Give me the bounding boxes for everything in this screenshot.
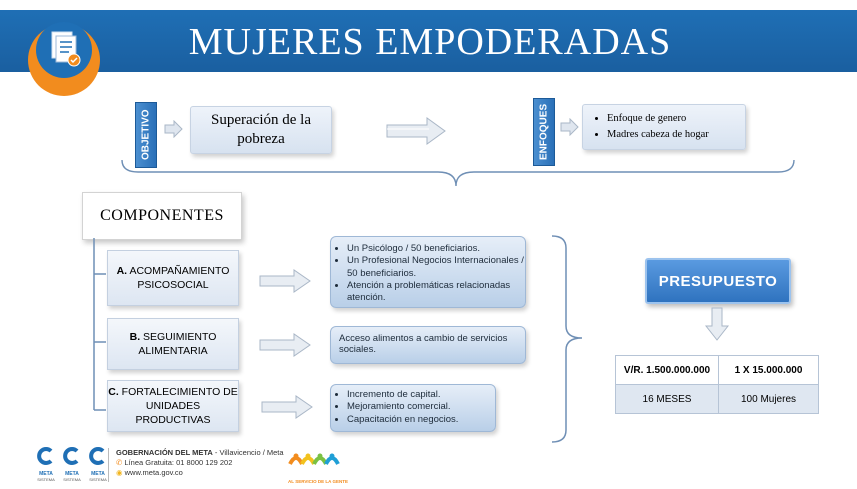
table-row: 16 MESES 100 Mujeres	[615, 384, 819, 414]
page-title: MUJERES EMPODERADAS	[188, 21, 672, 63]
componentes-title: COMPONENTES	[82, 192, 242, 240]
objetivo-text: Superación de la pobreza	[211, 112, 311, 147]
footer-org: GOBERNACIÓN DEL META	[116, 448, 213, 457]
arrow-down-icon	[704, 306, 730, 347]
detail-item: Mejoramiento comercial.	[347, 401, 495, 413]
budget-cell: V/R. 1.500.000.000	[615, 355, 719, 385]
component-a-details: Un Psicólogo / 50 beneficiarios. Un Prof…	[330, 236, 526, 308]
enfoque-item: Madres cabeza de hogar	[607, 127, 745, 143]
top-brace	[121, 159, 795, 187]
enfoques-label: ENFOQUES	[538, 103, 550, 161]
footer-phone: Línea Gratuita: 01 8000 129 202	[124, 458, 233, 468]
badge-caption: SISTEMA	[89, 477, 107, 482]
component-a-label: ACOMPAÑAMIENTO PSICOSOCIAL	[129, 264, 230, 291]
enfoques-tab: ENFOQUES	[533, 98, 555, 166]
component-b-details: Acceso alimentos a cambio de servicios s…	[330, 326, 526, 364]
table-row: V/R. 1.500.000.000 1 X 15.000.000	[615, 355, 819, 385]
tree-connector	[93, 238, 106, 411]
footer-contact: GOBERNACIÓN DEL META - Villavicencio / M…	[116, 448, 286, 478]
document-icon	[36, 22, 92, 78]
globe-icon: ◉	[116, 468, 123, 478]
detail-text: Acceso alimentos a cambio de servicios s…	[339, 333, 508, 355]
components-brace	[551, 235, 583, 443]
component-a: A. ACOMPAÑAMIENTO PSICOSOCIAL	[107, 250, 239, 306]
budget-cell: 100 Mujeres	[718, 384, 819, 414]
arrow-right-icon	[559, 117, 579, 141]
budget-cell: 1 X 15.000.000	[718, 355, 819, 385]
footer-badges: META SISTEMA META SISTEMA META SISTEMA	[36, 446, 108, 484]
slogan-text: AL SERVICIO DE LA GENTE	[288, 479, 348, 484]
badge-caption: SISTEMA	[37, 477, 55, 482]
component-a-prefix: A.	[116, 264, 128, 277]
badge: META SISTEMA	[36, 446, 56, 484]
badge: META SISTEMA	[88, 446, 108, 484]
arrow-right-icon	[258, 332, 314, 363]
detail-item: Un Psicólogo / 50 beneficiarios.	[347, 243, 525, 255]
component-c-prefix: C.	[108, 385, 119, 398]
badge-label: META	[91, 471, 105, 477]
objetivo-box: Superación de la pobreza	[190, 106, 332, 154]
component-b: B. SEGUIMIENTO ALIMENTARIA	[107, 318, 239, 370]
footer-web[interactable]: www.meta.gov.co	[124, 468, 183, 478]
component-c-label: FORTALECIMIENTO DE UNIDADES PRODUCTIVAS	[121, 385, 238, 427]
phone-icon: ✆	[116, 458, 123, 468]
component-c: C. FORTALECIMIENTO DE UNIDADES PRODUCTIV…	[107, 380, 239, 432]
badge-label: META	[65, 471, 79, 477]
arrow-right-icon	[163, 119, 183, 143]
budget-table: V/R. 1.500.000.000 1 X 15.000.000 16 MES…	[615, 355, 819, 414]
budget-cell: 16 MESES	[615, 384, 719, 414]
detail-item: Capacitación en negocios.	[347, 414, 495, 426]
arrow-right-icon	[258, 268, 314, 299]
footer-org-sub: - Villavicencio / Meta	[212, 448, 284, 457]
component-c-details: Incremento de capital. Mejoramiento come…	[330, 384, 496, 432]
objetivo-label: OBJETIVO	[140, 109, 152, 161]
component-b-label: SEGUIMIENTO ALIMENTARIA	[138, 330, 217, 357]
footer-divider	[108, 448, 109, 482]
detail-item: Atención a problemáticas relacionadas at…	[347, 280, 525, 305]
arrow-right-icon	[385, 116, 447, 151]
slogan-logo: AL SERVICIO DE LA GENTE	[284, 450, 352, 488]
enfoque-item: Enfoque de genero	[607, 111, 745, 127]
detail-item: Un Profesional Negocios Internacionales …	[347, 255, 525, 280]
detail-item: Incremento de capital.	[347, 389, 495, 401]
presupuesto-title: PRESUPUESTO	[645, 258, 791, 304]
badge-caption: SISTEMA	[63, 477, 81, 482]
component-b-prefix: B.	[129, 330, 141, 343]
arrow-right-icon	[260, 394, 316, 425]
header-banner	[0, 10, 857, 72]
enfoques-box: Enfoque de genero Madres cabeza de hogar	[582, 104, 746, 150]
badge-label: META	[39, 471, 53, 477]
badge: META SISTEMA	[62, 446, 82, 484]
